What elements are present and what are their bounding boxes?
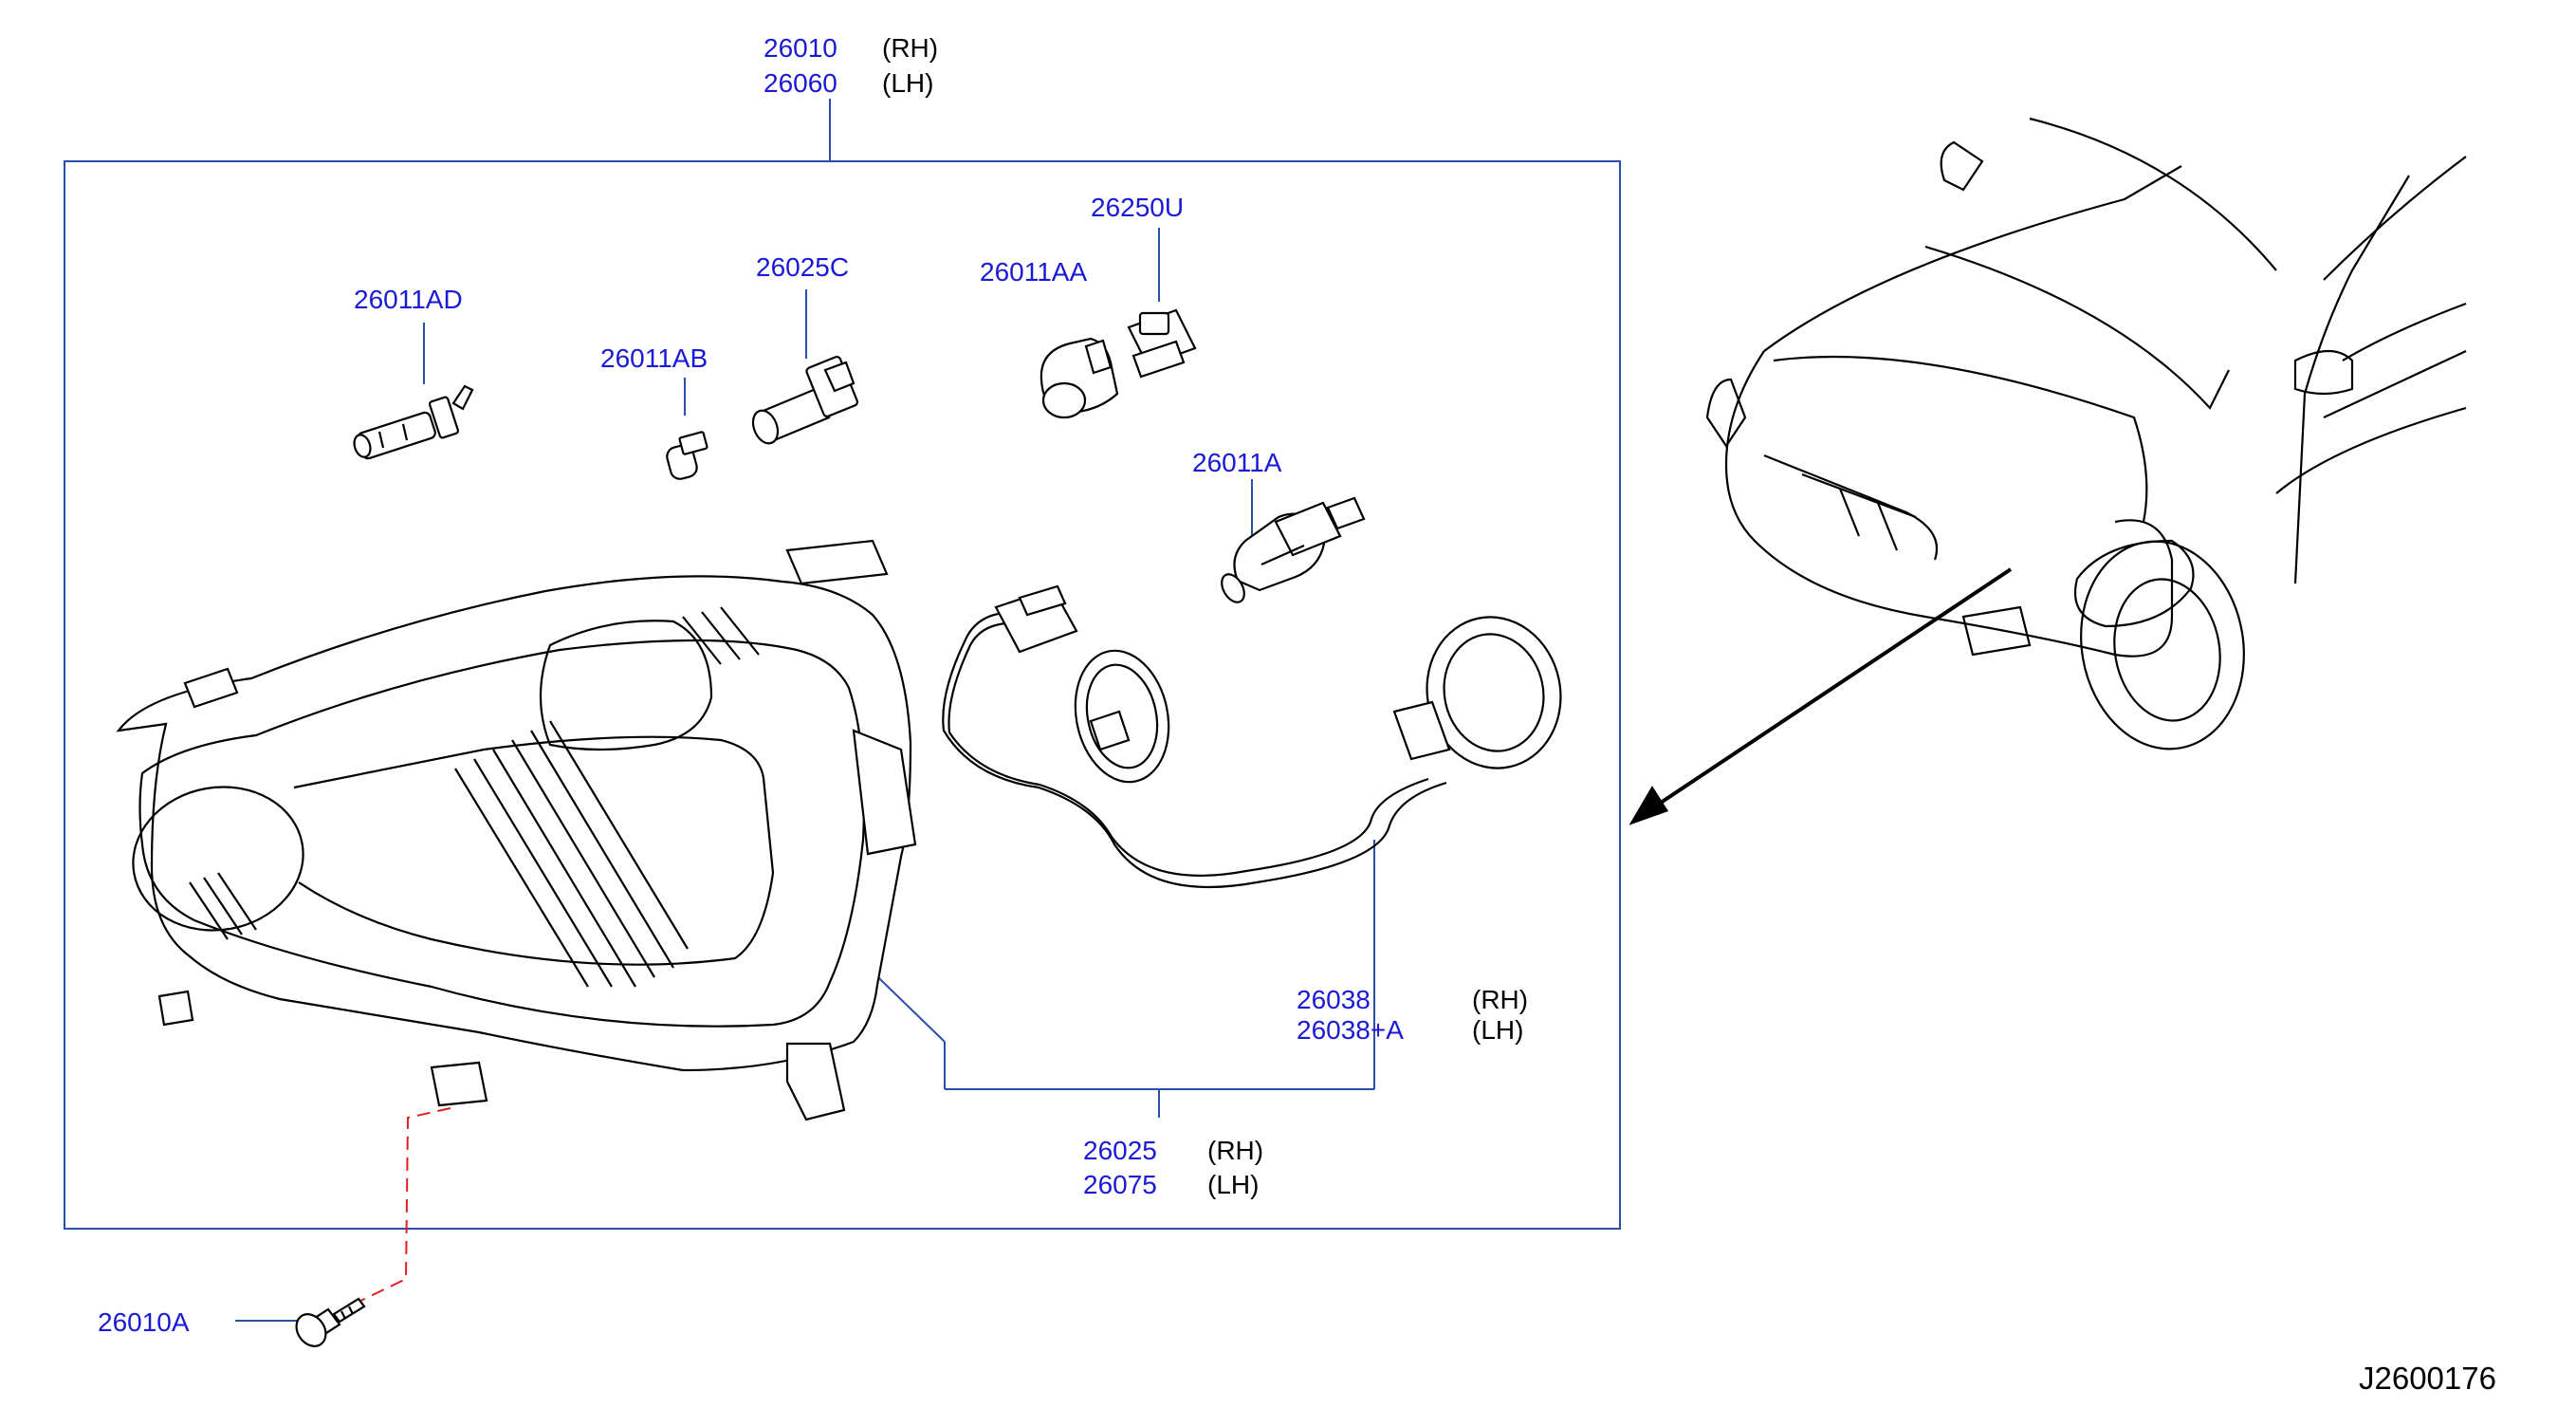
- screw-26010a-label[interactable]: 26010A: [98, 1307, 190, 1337]
- bulb-26011a-label[interactable]: 26011A: [1192, 448, 1282, 477]
- screw-26010a-icon: [295, 1297, 366, 1347]
- wiring-harness-icon: [942, 584, 1562, 888]
- bulb-26011ab-label[interactable]: 26011AB: [600, 343, 708, 373]
- diagram-code: J2600176: [2359, 1361, 2496, 1396]
- headlamp-housing-icon: [116, 539, 917, 1121]
- screw-dashed-leader: [358, 1107, 451, 1303]
- bulb-26011ad-label[interactable]: 26011AD: [354, 285, 463, 314]
- bulb-26011aa-icon: [1040, 337, 1119, 419]
- vehicle-outline-icon: [1705, 117, 2467, 750]
- assembly-lh-side: (LH): [882, 68, 934, 98]
- socket-26025c-label[interactable]: 26025C: [756, 252, 850, 282]
- housing-rh-part-number[interactable]: 26025: [1083, 1136, 1157, 1165]
- assembly-lh-part-number[interactable]: 26060: [764, 68, 837, 98]
- lens-hatching-icon: [189, 606, 760, 988]
- bulb-26011aa-label[interactable]: 26011AA: [980, 257, 1088, 287]
- bulb-26011ab-icon: [666, 431, 708, 480]
- housing-rh-side: (RH): [1207, 1136, 1264, 1165]
- socket-26250u-icon: [1127, 308, 1197, 379]
- bulb-26011ad-icon: [353, 384, 474, 460]
- harness-lh-side: (LH): [1472, 1015, 1524, 1045]
- harness-lh-part-number[interactable]: 26038+A: [1297, 1015, 1404, 1045]
- assembly-frame: [64, 160, 1621, 1230]
- assembly-rh-part-number[interactable]: 26010: [764, 33, 837, 63]
- housing-lh-side: (LH): [1207, 1170, 1260, 1199]
- socket-26250u-label[interactable]: 26250U: [1091, 193, 1185, 222]
- harness-rh-part-number[interactable]: 26038: [1297, 985, 1371, 1014]
- view-direction-arrow: [1628, 567, 2013, 825]
- socket-26025c-icon: [751, 355, 858, 445]
- housing-lh-part-number[interactable]: 26075: [1083, 1170, 1157, 1199]
- assembly-rh-side: (RH): [882, 33, 939, 63]
- bulb-26011a-icon: [1221, 496, 1366, 603]
- harness-rh-side: (RH): [1472, 985, 1529, 1014]
